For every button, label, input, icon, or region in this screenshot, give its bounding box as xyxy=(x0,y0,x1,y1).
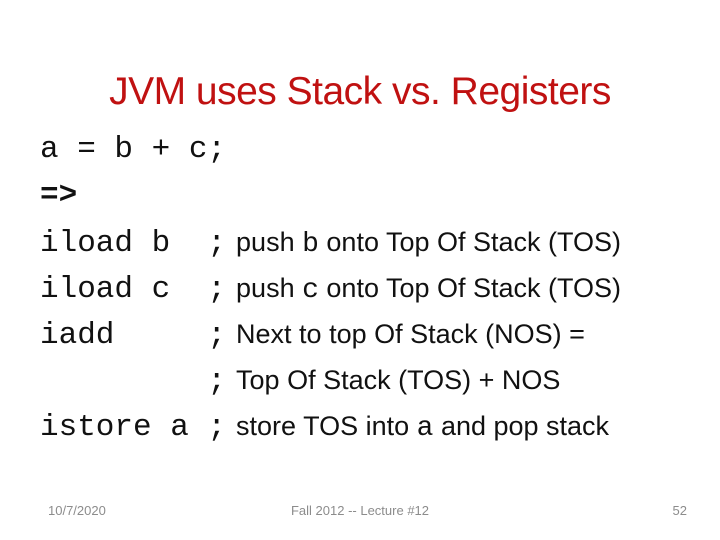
comment-segment: store TOS into xyxy=(236,411,417,441)
comment-text: store TOS into a and pop stack xyxy=(236,411,610,444)
code-text: => xyxy=(40,178,78,213)
comment-text: Top Of Stack (TOS) + NOS xyxy=(236,365,560,395)
code-line: iload c ; push c onto Top Of Stack (TOS) xyxy=(40,265,621,311)
comment-text: push c onto Top Of Stack (TOS) xyxy=(236,273,622,306)
code-text: istore a ; xyxy=(40,410,227,445)
code-line: iadd ; Next to top Of Stack (NOS) = xyxy=(40,311,621,357)
footer-course-label: Fall 2012 -- Lecture #12 xyxy=(290,503,430,518)
comment-segment: onto Top Of Stack (TOS) xyxy=(318,227,622,257)
comment-segment: push xyxy=(236,227,303,257)
comment-variable: a xyxy=(416,413,434,444)
code-line: ; Top Of Stack (TOS) + NOS xyxy=(40,357,621,403)
code-line: istore a ; store TOS into a and pop stack xyxy=(40,403,621,449)
code-block: a = b + c; => iload b ; push b onto Top Of … xyxy=(40,127,621,449)
footer-page-number: 52 xyxy=(672,503,687,518)
code-line: => xyxy=(40,173,621,219)
code-line: iload b ; push b onto Top Of Stack (TOS) xyxy=(40,219,621,265)
comment-text: push b onto Top Of Stack (TOS) xyxy=(236,227,622,260)
code-text: iload c ; xyxy=(40,272,227,307)
comment-segment: Next to top Of Stack (NOS) = xyxy=(236,319,585,349)
comment-segment: push xyxy=(236,273,303,303)
code-text: ; xyxy=(40,364,227,399)
code-text: iload b ; xyxy=(40,226,227,261)
slide-title: JVM uses Stack vs. Registers xyxy=(109,70,611,114)
footer-date: 10/7/2020 xyxy=(48,503,106,518)
comment-text: Next to top Of Stack (NOS) = xyxy=(236,319,585,349)
comment-segment: onto Top Of Stack (TOS) xyxy=(318,273,622,303)
code-text: iadd ; xyxy=(40,318,227,353)
code-text: a = b + c; xyxy=(40,132,227,167)
comment-segment: Top Of Stack (TOS) + NOS xyxy=(236,365,561,395)
comment-segment: and pop stack xyxy=(433,411,610,441)
comment-variable: c xyxy=(302,275,319,306)
comment-variable: b xyxy=(302,229,319,260)
code-line: a = b + c; xyxy=(40,127,621,173)
